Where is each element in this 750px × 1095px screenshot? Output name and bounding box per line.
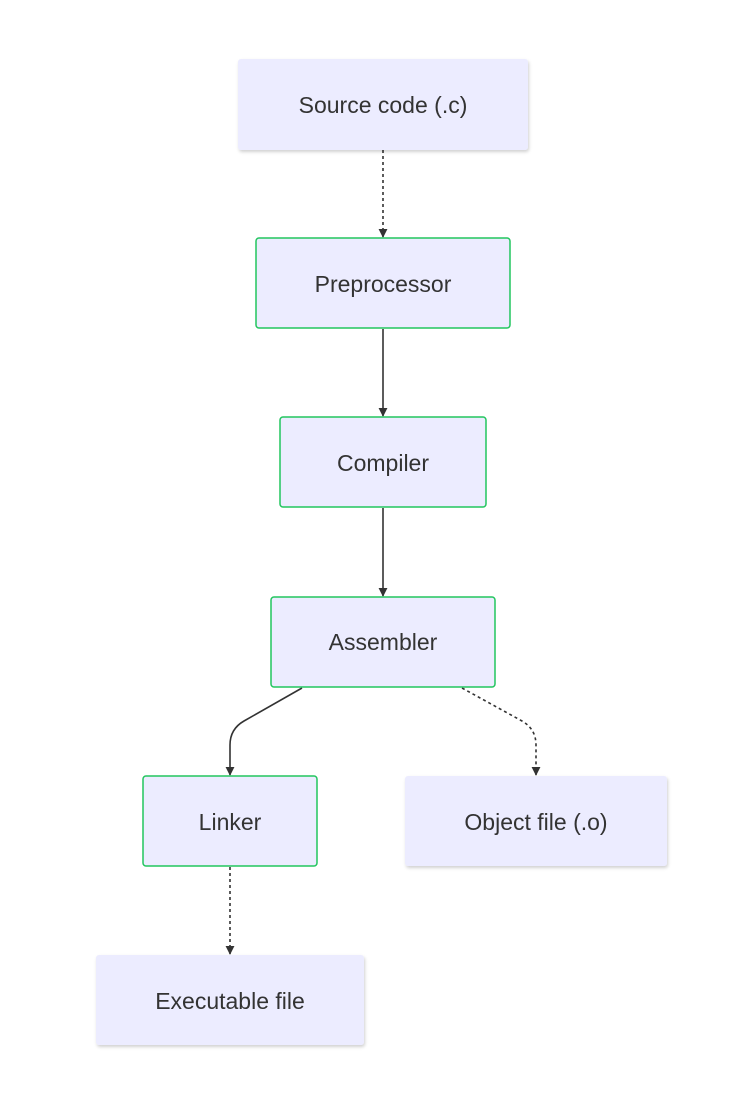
node-object-file-box — [405, 776, 667, 866]
edge-assembler-to-object-file — [461, 687, 541, 776]
node-source-code: Source code (.c) — [238, 59, 528, 150]
node-linker: Linker — [142, 775, 318, 867]
node-source-code-label: Source code (.c) — [299, 92, 468, 118]
node-executable-file-label: Executable file — [155, 988, 305, 1014]
node-assembler-box — [270, 596, 496, 688]
node-assembler: Assembler — [270, 596, 496, 688]
node-preprocessor-label: Preprocessor — [315, 271, 452, 297]
edges — [225, 150, 541, 955]
node-preprocessor: Preprocessor — [255, 237, 511, 329]
node-source-code-box — [238, 59, 528, 150]
node-assembler-label: Assembler — [329, 629, 438, 655]
node-object-file-label: Object file (.o) — [464, 809, 607, 835]
node-compiler-label: Compiler — [337, 450, 429, 476]
node-preprocessor-box — [255, 237, 511, 329]
node-object-file: Object file (.o) — [405, 776, 667, 866]
node-compiler-box — [279, 416, 487, 508]
node-compiler: Compiler — [279, 416, 487, 508]
node-executable-file-box — [96, 955, 364, 1045]
node-linker-box — [142, 775, 318, 867]
node-executable-file: Executable file — [96, 955, 364, 1045]
edge-assembler-to-linker — [225, 687, 303, 776]
node-linker-label: Linker — [199, 809, 262, 835]
